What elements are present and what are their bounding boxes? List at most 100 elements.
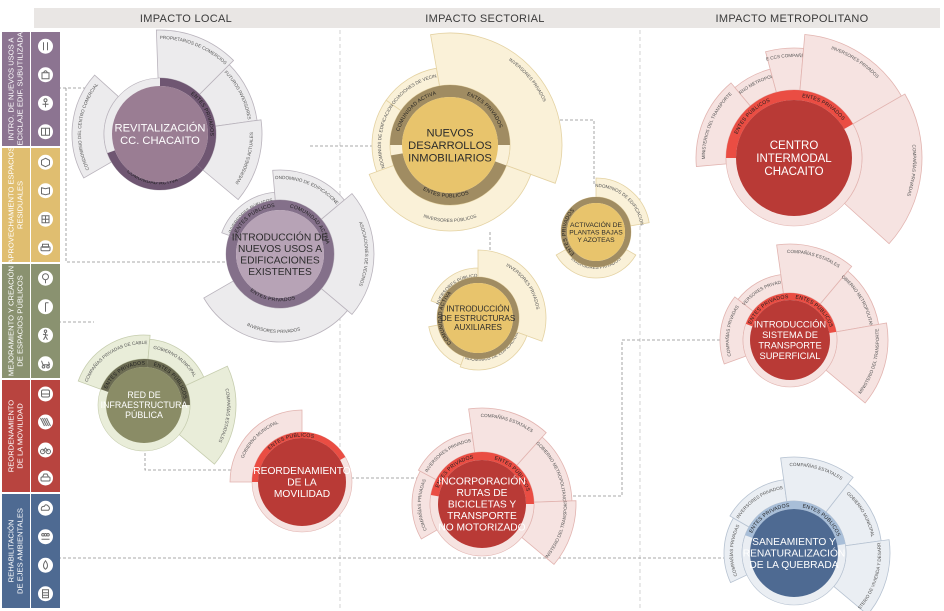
stakeholder-segment: COMPAÑÍAS ESTATALES: [776, 243, 853, 305]
project-core: [443, 283, 513, 353]
tree-icon-glyph: [42, 273, 49, 284]
book-open-icon: [38, 183, 53, 199]
category-title: REHABILITACIÓNDE EJES AMBIENTALES: [7, 508, 25, 594]
actor-band-shape: [229, 200, 280, 239]
actor-band-shape: [252, 431, 346, 482]
walking-icon-glyph: [42, 329, 49, 340]
column-headers: IMPACTO LOCAL IMPACTO SECTORIAL IMPACTO …: [34, 8, 940, 28]
category-1: INTRO. DE NUEVOS USOS ARECICLAJE EDIF. S…: [2, 27, 60, 151]
stakeholder-segment: FUTUROS INVERSORES: [199, 64, 258, 127]
project-title-line: CHACAITO: [764, 166, 823, 178]
stakeholder-segment: INVERSORES PRIVADOS: [729, 479, 788, 528]
stakeholder-segment: COMPAÑÍAS PRIVADAS: [723, 517, 750, 584]
bicycle-icon-glyph: [40, 447, 51, 455]
stakeholder-segment: INVERSORES PRIVADOS: [203, 280, 348, 343]
project-title-line: INTERMODAL: [756, 153, 832, 165]
actor-band-shape: [450, 85, 510, 145]
project-title-line: SUPERFICIAL: [760, 351, 821, 361]
drop-icon-glyph: [43, 559, 48, 570]
actor-band-shape: [437, 277, 519, 359]
connector-line: [505, 119, 595, 185]
column-header-local: IMPACTO LOCAL: [140, 13, 232, 25]
project-core: [736, 100, 852, 216]
category-label-band: [2, 380, 30, 492]
cloud-icon-glyph: [40, 504, 50, 511]
actor-band-shape: [745, 501, 794, 538]
project-title-line: DE ESTRUCTURAS: [441, 314, 516, 323]
project-title-line: NO MOTORIZADO: [438, 523, 525, 534]
actor-band-shape: [482, 452, 534, 504]
category-2: APROVECHAMIENTO ESPACIOSRESIDUALES: [2, 146, 60, 264]
actor-band-shape: [726, 90, 794, 158]
book-icon-glyph: [41, 127, 50, 136]
actor-band-shape: [107, 150, 203, 190]
sofa-icon-glyph: [40, 243, 51, 252]
project-title-line: NUEVOS: [426, 127, 473, 139]
hatch-icon-glyph: [40, 417, 51, 427]
group-icon: [38, 529, 53, 545]
category-title: MEJORAMIENTO Y CREACIÓNDE ESPACIOS PÚBLI…: [7, 266, 25, 376]
project-title-line: RENATURALIZACIÓN: [743, 547, 846, 560]
stakeholder-segment: COMPAÑÍAS ESTATALES: [780, 456, 854, 513]
project-title-line: REVITALIZACIÓN: [115, 122, 206, 135]
category-title-line: DE LA MOVILIDAD: [16, 403, 25, 469]
project-title-line: INTRODUCCIÓN: [446, 304, 509, 314]
actor-band-shape: [790, 293, 837, 334]
connector-line: [548, 339, 728, 497]
actor-band-shape: [745, 292, 790, 327]
connector-line: [144, 448, 276, 471]
project-title-line: EXISTENTES: [248, 267, 312, 278]
group-icon-glyph: [41, 532, 50, 540]
project-title-line: DESARROLLOS: [408, 140, 492, 152]
car-icon: [38, 470, 53, 486]
shopping-bag-icon: [38, 67, 53, 83]
cube-icon: [38, 154, 53, 170]
category-title-line: DE ESPACIOS PÚBLICOS: [16, 275, 25, 366]
project-title-line: PÚBLICA: [125, 410, 163, 420]
bus-icon-glyph: [41, 389, 50, 398]
project-core: [112, 86, 208, 182]
actor-band-shape: [430, 452, 482, 497]
category-title-line: REHABILITACIÓN: [7, 520, 16, 583]
stakeholder-segment: INVERSORES ACTUALES: [202, 119, 263, 201]
actor-band-shape: [561, 197, 631, 267]
project-core: [258, 438, 346, 526]
person-icon-glyph: [42, 98, 49, 108]
category-title-line: APROVECHAMIENTO ESPACIOS: [7, 146, 16, 263]
stakeholder-label-text: INVERSORES PÚBLICOS: [423, 213, 477, 223]
stakeholder-segment: COMPAÑÍAS PRIVADAS: [719, 296, 754, 365]
stakeholder-label: COMPAÑÍAS PRIVADAS: [416, 478, 428, 531]
category-label-band: [2, 494, 30, 608]
actor-band-shape: [794, 501, 846, 546]
actor-band-shape: [280, 200, 334, 254]
drop-icon: [38, 557, 53, 573]
stakeholder-segment: COMPAÑÍAS PRIVADAS: [843, 93, 923, 245]
project-title-line: INCORPORACIÓN: [438, 475, 525, 488]
category-title: INTRO. DE NUEVOS USOS ARECICLAJE EDIF. S…: [7, 27, 25, 151]
project-title-line: INFRAESTRUCTURA: [101, 400, 188, 410]
car-icon-glyph: [40, 473, 51, 482]
category-title-line: RESIDUALES: [16, 181, 25, 229]
actor-band-shape: [390, 85, 450, 145]
project-title-line: EDIFICACIONES: [240, 255, 320, 266]
category-4: REORDENAMIENTODE LA MOVILIDAD: [2, 380, 60, 492]
project-title-line: CENTRO: [770, 140, 819, 152]
header-background: [34, 8, 940, 28]
grid-icon-glyph: [41, 215, 50, 224]
hatch-icon: [38, 414, 53, 430]
stakeholder-segment: GOBIERNO MUNICIPAL: [825, 483, 882, 547]
project-title-line: Y AZOTEAS: [577, 237, 615, 244]
category-3: MEJORAMIENTO Y CREACIÓNDE ESPACIOS PÚBLI…: [2, 264, 60, 378]
stroller-icon-glyph: [41, 360, 51, 369]
category-label-band: [2, 264, 30, 378]
connector-line: [65, 88, 228, 263]
tree-icon: [38, 270, 53, 286]
project-core: [402, 97, 498, 193]
